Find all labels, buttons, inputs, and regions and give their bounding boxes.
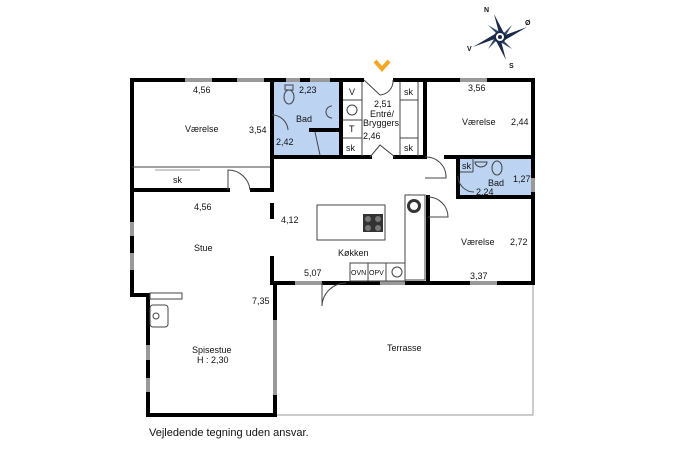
- entre-width: 2,51: [374, 99, 392, 109]
- vaerelse-rb-width: 3,37: [470, 271, 488, 281]
- bad-left-width: 2,23: [299, 85, 317, 95]
- compass-w: V: [467, 46, 472, 53]
- compass-rose-icon: [473, 14, 527, 60]
- closet-left: sk: [173, 175, 183, 185]
- vaerelse-rt-name: Værelse: [462, 117, 496, 127]
- bad-right-sk: sk: [462, 161, 472, 171]
- vaerelse-left-name: Værelse: [185, 124, 219, 134]
- bad-right-width: 2,24: [476, 187, 494, 197]
- entrance-arrow-icon: [373, 59, 391, 73]
- compass-n: N: [484, 7, 489, 14]
- bad-left-name: Bad: [296, 114, 312, 124]
- vaerelse-left-width: 4,56: [193, 85, 211, 95]
- range-hood-icon: [407, 199, 421, 213]
- entre-depth: 2,46: [363, 131, 381, 141]
- disclaimer: Vejledende tegning uden ansvar.: [149, 427, 309, 439]
- bad-right-name: Bad: [488, 178, 504, 188]
- outer-wall: [130, 78, 535, 417]
- spisestue-name: Spisestue: [192, 345, 232, 355]
- vaerelse-rb-name: Værelse: [461, 237, 495, 247]
- entre-sk1: sk: [346, 143, 356, 153]
- entre-name-1: Entré/: [370, 109, 395, 119]
- entre-t: T: [349, 124, 355, 134]
- entre-sk3: sk: [404, 143, 414, 153]
- stue-name: Stue: [194, 243, 213, 253]
- kokken-dishwasher: OPV: [369, 270, 384, 277]
- vaerelse-rt-depth: 2,44: [511, 117, 529, 127]
- bath-left-floor: [274, 82, 340, 156]
- entre-v: V: [349, 87, 355, 97]
- kokken-name: Køkken: [338, 248, 369, 258]
- bad-left-depth: 2,42: [276, 137, 294, 147]
- entre-name-2: Bryggers: [363, 118, 400, 128]
- stue-width: 4,56: [194, 202, 212, 212]
- vaerelse-left-depth: 3,54: [249, 125, 267, 135]
- vaerelse-rt-width: 3,56: [468, 83, 486, 93]
- kokken-width: 5,07: [304, 268, 322, 278]
- entre-sk2: sk: [404, 87, 414, 97]
- kokken-oven: OVN: [351, 270, 366, 277]
- bad-right-depth: 1,27: [513, 174, 531, 184]
- spisestue-length: 7,35: [252, 296, 270, 306]
- vaerelse-rb-depth: 2,72: [510, 237, 528, 247]
- compass-s: S: [509, 63, 514, 70]
- terrasse-name: Terrasse: [387, 343, 422, 353]
- bath-right-floor: [459, 158, 532, 196]
- stove-icon: [363, 214, 383, 232]
- compass-e: Ø: [525, 20, 531, 27]
- spisestue-height: H : 2,30: [197, 355, 229, 365]
- kokken-depth: 4,12: [281, 215, 299, 225]
